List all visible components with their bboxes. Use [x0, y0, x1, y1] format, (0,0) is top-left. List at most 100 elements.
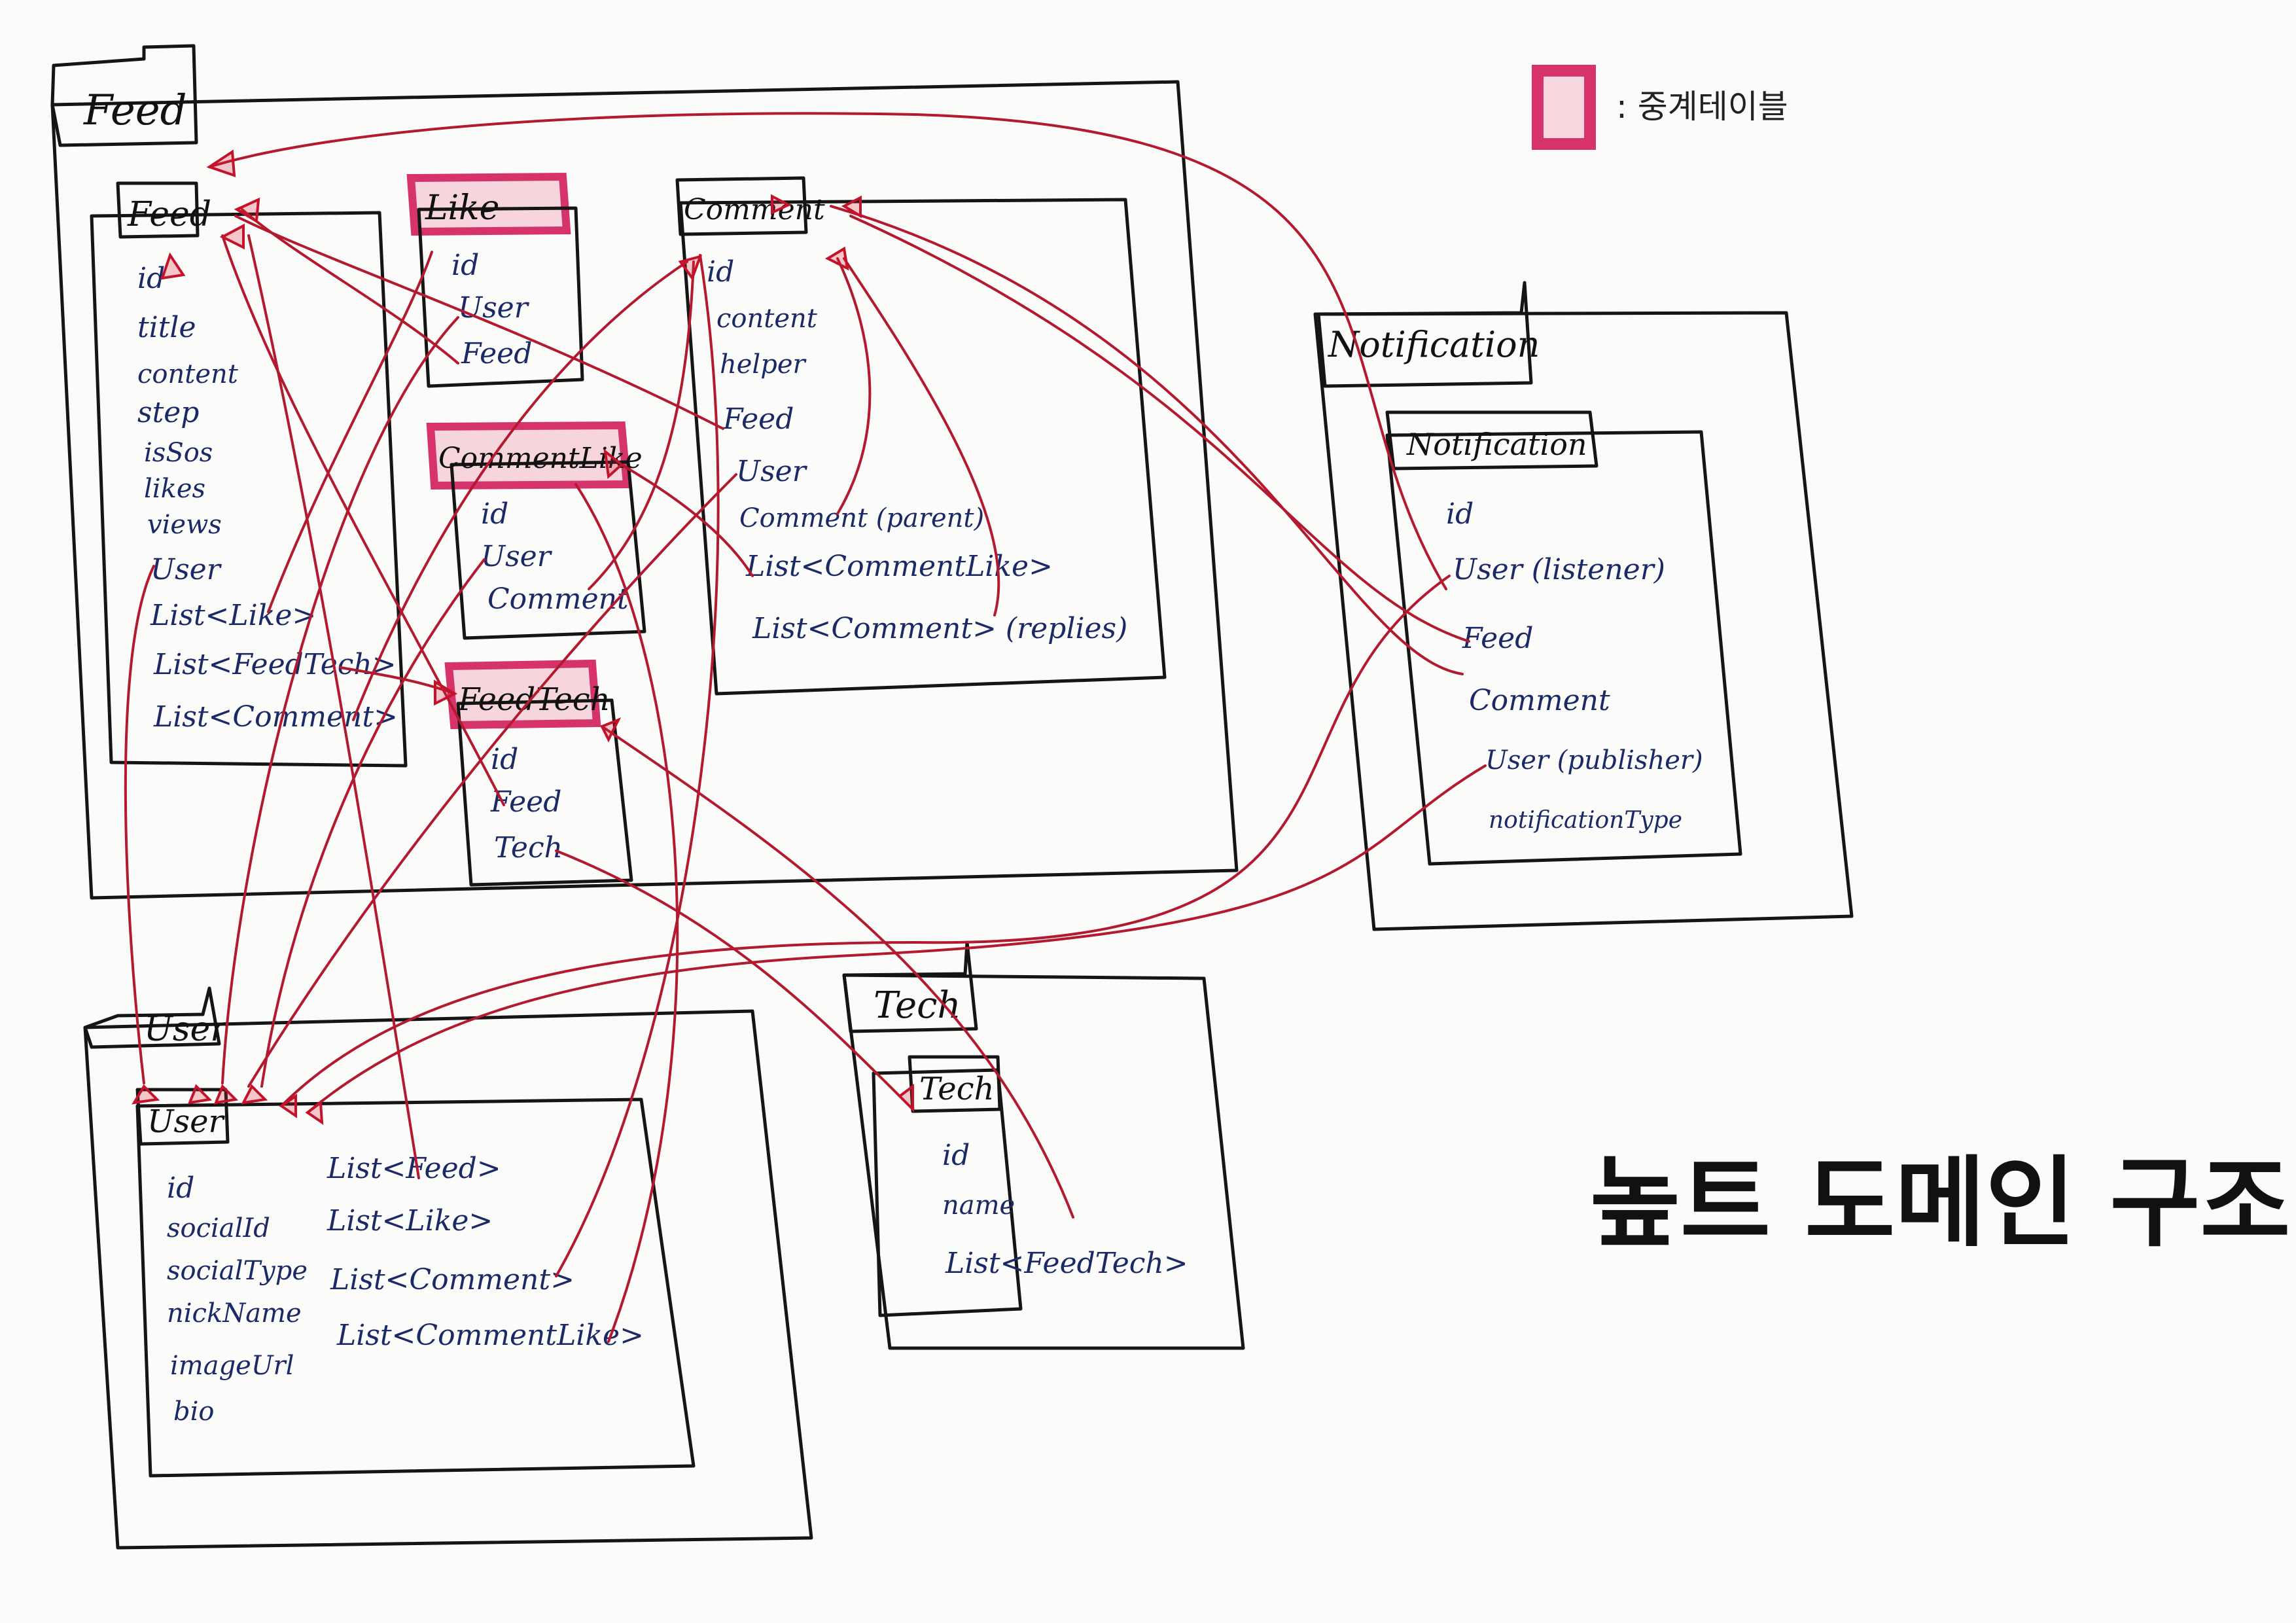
- feed-field-8: List<Like>: [150, 599, 316, 632]
- arrowhead-feed-head-2: [219, 223, 245, 250]
- feed-field-5: likes: [144, 474, 205, 504]
- arrowhead-commentlike: [603, 448, 624, 480]
- tech-field-2: List<FeedTech>: [945, 1247, 1188, 1280]
- comment-field-4: User: [736, 455, 808, 488]
- feed-field-6: views: [147, 510, 222, 540]
- package-tech: Tech: [842, 940, 1245, 1350]
- feed-field-3: step: [137, 396, 199, 429]
- user-right-field-3: List<CommentLike>: [336, 1319, 644, 1352]
- arrowhead-feed-head-1: [234, 197, 260, 224]
- arrowhead-user-1: [132, 1084, 160, 1105]
- like-field-0: id: [451, 249, 479, 282]
- class-notification: Notification id User (listener) Feed Com…: [1385, 410, 1742, 866]
- like-field-2: Feed: [461, 337, 532, 370]
- relation-feed-list-comment: [352, 260, 688, 721]
- legend-text: : 중계테이블: [1616, 88, 1788, 126]
- comment-field-1: content: [716, 304, 818, 334]
- notification-field-3: Comment: [1469, 684, 1610, 717]
- package-feed: Feed: [50, 44, 1239, 900]
- notification-field-0: id: [1446, 497, 1474, 531]
- relation-like-user-to-user: [221, 316, 459, 1084]
- class-like-title: Like: [425, 188, 499, 228]
- arrowhead-feedtech-in: [434, 679, 458, 706]
- feed-field-2: content: [137, 359, 239, 389]
- arrowhead-feed-id: [160, 252, 186, 280]
- comment-field-2: helper: [720, 349, 807, 380]
- feed-field-9: List<FeedTech>: [153, 648, 397, 681]
- class-like: Like id User Feed: [406, 172, 584, 388]
- user-right-field-0: List<Feed>: [327, 1152, 501, 1185]
- arrowhead-comment-head-2: [771, 194, 792, 215]
- feed-field-10: List<Comment>: [153, 700, 398, 734]
- user-left-field-3: nickName: [167, 1298, 302, 1329]
- arrowhead-user-6: [305, 1100, 324, 1125]
- arrowhead-comment-head-3: [824, 246, 849, 271]
- feed-field-7: User: [150, 553, 222, 586]
- legend: : 중계테이블: [1532, 65, 1788, 150]
- relation-notification-user-listener: [280, 575, 1451, 1107]
- arrowhead-feed-top: [206, 149, 236, 177]
- comment-field-0: id: [707, 255, 734, 289]
- package-user-label: User: [144, 1010, 228, 1049]
- relation-notification-user-publisher: [306, 764, 1487, 1114]
- feed-field-0: id: [137, 262, 165, 295]
- relation-comment-parent: [836, 257, 872, 515]
- relation-feed-list-like: [267, 251, 433, 613]
- package-tech-label: Tech: [874, 984, 961, 1027]
- comment-field-3: Feed: [722, 402, 794, 436]
- comment-field-7: List<Comment> (replies): [752, 612, 1127, 645]
- arrowhead-user-5: [279, 1094, 297, 1118]
- class-comment: Comment id content helper Feed User Comm…: [675, 176, 1167, 696]
- user-left-field-4: imageUrl: [170, 1351, 294, 1381]
- class-tech-title: Tech: [919, 1071, 995, 1107]
- package-user: User: [83, 986, 813, 1550]
- tech-field-1: name: [942, 1190, 1015, 1221]
- package-feed-label: Feed: [83, 86, 187, 135]
- like-field-1: User: [458, 291, 530, 325]
- feed-tech-field-1: Feed: [490, 785, 561, 819]
- arrowhead-tech: [897, 1084, 914, 1113]
- relation-commentlike-user-to-user: [260, 558, 486, 1088]
- comment-field-6: List<CommentLike>: [745, 550, 1053, 583]
- relation-comment-list-commentlike: [620, 463, 754, 577]
- relation-comment-user-to-user: [247, 473, 737, 1088]
- relation-like-feed-to-feed: [241, 208, 459, 365]
- comment-like-field-2: Comment: [487, 582, 629, 616]
- feed-field-4: isSos: [144, 438, 213, 468]
- user-left-field-2: socialType: [167, 1256, 308, 1286]
- feed-tech-field-2: Tech: [494, 831, 563, 865]
- comment-like-field-1: User: [481, 540, 553, 573]
- legend-swatch: [1532, 65, 1596, 150]
- notification-field-4: User (publisher): [1485, 745, 1703, 776]
- class-comment-title: Comment: [684, 193, 825, 226]
- arrowheads: [132, 149, 914, 1125]
- notification-field-5: notificationType: [1489, 807, 1682, 834]
- class-tech: Tech id name List<FeedTech>: [872, 1055, 1188, 1317]
- user-left-field-0: id: [167, 1171, 194, 1205]
- diagram-title: 높트 도메인 구조: [1590, 1147, 2290, 1260]
- relationship-lines: [124, 112, 1487, 1343]
- arrowhead-user-3: [213, 1084, 239, 1105]
- class-comment-like: CommentLike id User Comment: [426, 421, 646, 640]
- arrowhead-user-2: [187, 1084, 213, 1105]
- relation-feed-user-to-user: [124, 565, 155, 1084]
- relation-user-list-comment: [555, 254, 720, 1277]
- user-left-field-5: bio: [173, 1397, 214, 1427]
- feed-field-1: title: [137, 311, 196, 344]
- class-user: User id socialId socialType nickName ima…: [135, 1088, 696, 1478]
- user-right-field-2: List<Comment>: [330, 1263, 574, 1296]
- comment-like-field-0: id: [481, 497, 508, 531]
- arrowhead-comment-head-1: [678, 255, 703, 281]
- comment-field-5: Comment (parent): [739, 503, 984, 533]
- arrowhead-user-4: [241, 1084, 268, 1105]
- package-notification-label: Notification: [1327, 324, 1540, 365]
- relation-notification-comment: [830, 205, 1464, 675]
- user-left-field-1: socialId: [167, 1213, 270, 1243]
- user-right-field-1: List<Like>: [327, 1204, 493, 1238]
- feed-tech-field-0: id: [491, 743, 518, 776]
- notification-field-1: User (listener): [1453, 553, 1665, 586]
- class-feed-tech-title: FeedTech: [457, 681, 610, 718]
- class-notification-title: Notification: [1406, 427, 1587, 462]
